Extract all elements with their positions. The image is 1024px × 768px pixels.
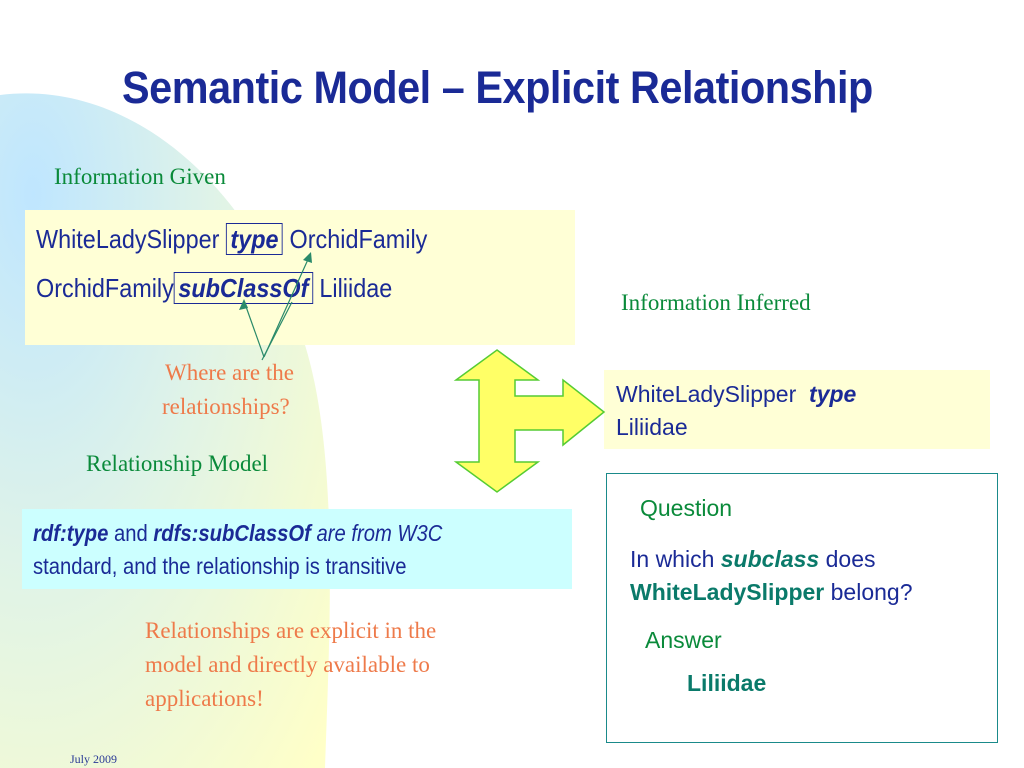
- question-subject: WhiteLadySlipper: [630, 579, 825, 605]
- where-note-line-1: Where are the: [165, 360, 294, 385]
- and-word: and: [113, 520, 148, 546]
- relationship-model-box: [22, 509, 572, 589]
- answer-value: Liliidae: [687, 670, 767, 696]
- question-answer-box: [606, 473, 998, 743]
- information-inferred-label: Information Inferred: [621, 290, 811, 315]
- inferred-predicate: type: [809, 381, 857, 407]
- inferred-statement: WhiteLadySlipper type Liliidae: [616, 378, 856, 444]
- answer-label: Answer: [645, 627, 722, 653]
- question-mid: does: [825, 546, 876, 572]
- question-prefix: In which: [630, 546, 715, 572]
- inference-arrow: [453, 349, 606, 493]
- given-1-predicate: type: [225, 223, 284, 255]
- callout-arrowhead-right: [303, 252, 312, 263]
- question-text: In which subclass does WhiteLadySlipper …: [630, 543, 913, 609]
- callout-arrowhead-left: [239, 299, 248, 310]
- w3c-source: are from W3C: [316, 520, 443, 546]
- transitive-statement: standard, and the relationship is transi…: [33, 553, 407, 579]
- relationship-model-label: Relationship Model: [86, 451, 269, 476]
- inferred-object: Liliidae: [616, 414, 688, 440]
- rdfs-subclassof-term: rdfs:subClassOf: [153, 520, 311, 546]
- callout-arrows: [243, 254, 311, 361]
- question-label: Question: [640, 495, 733, 521]
- given-2-predicate: subClassOf: [173, 272, 313, 304]
- where-relationships-note: Where are the relationships?: [162, 356, 294, 424]
- explicit-note-line-2: model and directly available to: [145, 652, 430, 677]
- given-1-object: OrchidFamily: [289, 224, 428, 254]
- given-2-subject: OrchidFamily: [36, 273, 174, 303]
- footer-date: July 2009: [70, 752, 118, 766]
- where-note-line-2: relationships?: [162, 394, 290, 419]
- information-inferred-box: [604, 370, 990, 449]
- page-title: Semantic Model – Explicit Relationship: [122, 62, 873, 113]
- given-statement-1: WhiteLadySlipper type OrchidFamily: [36, 223, 428, 255]
- information-given-label: Information Given: [54, 164, 226, 189]
- explicit-note-line-3: applications!: [145, 686, 264, 711]
- rdf-type-term: rdf:type: [33, 520, 109, 546]
- given-2-object: Liliidae: [319, 273, 393, 303]
- question-end: belong?: [830, 579, 913, 605]
- given-1-subject: WhiteLadySlipper: [36, 224, 220, 254]
- explicit-note-line-1: Relationships are explicit in the: [145, 618, 437, 643]
- relationship-model-text: rdf:type and rdfs:subClassOf are from W3…: [33, 517, 442, 583]
- explicit-relationships-note: Relationships are explicit in the model …: [145, 614, 436, 716]
- inferred-subject: WhiteLadySlipper: [616, 381, 797, 407]
- question-term: subclass: [720, 546, 820, 572]
